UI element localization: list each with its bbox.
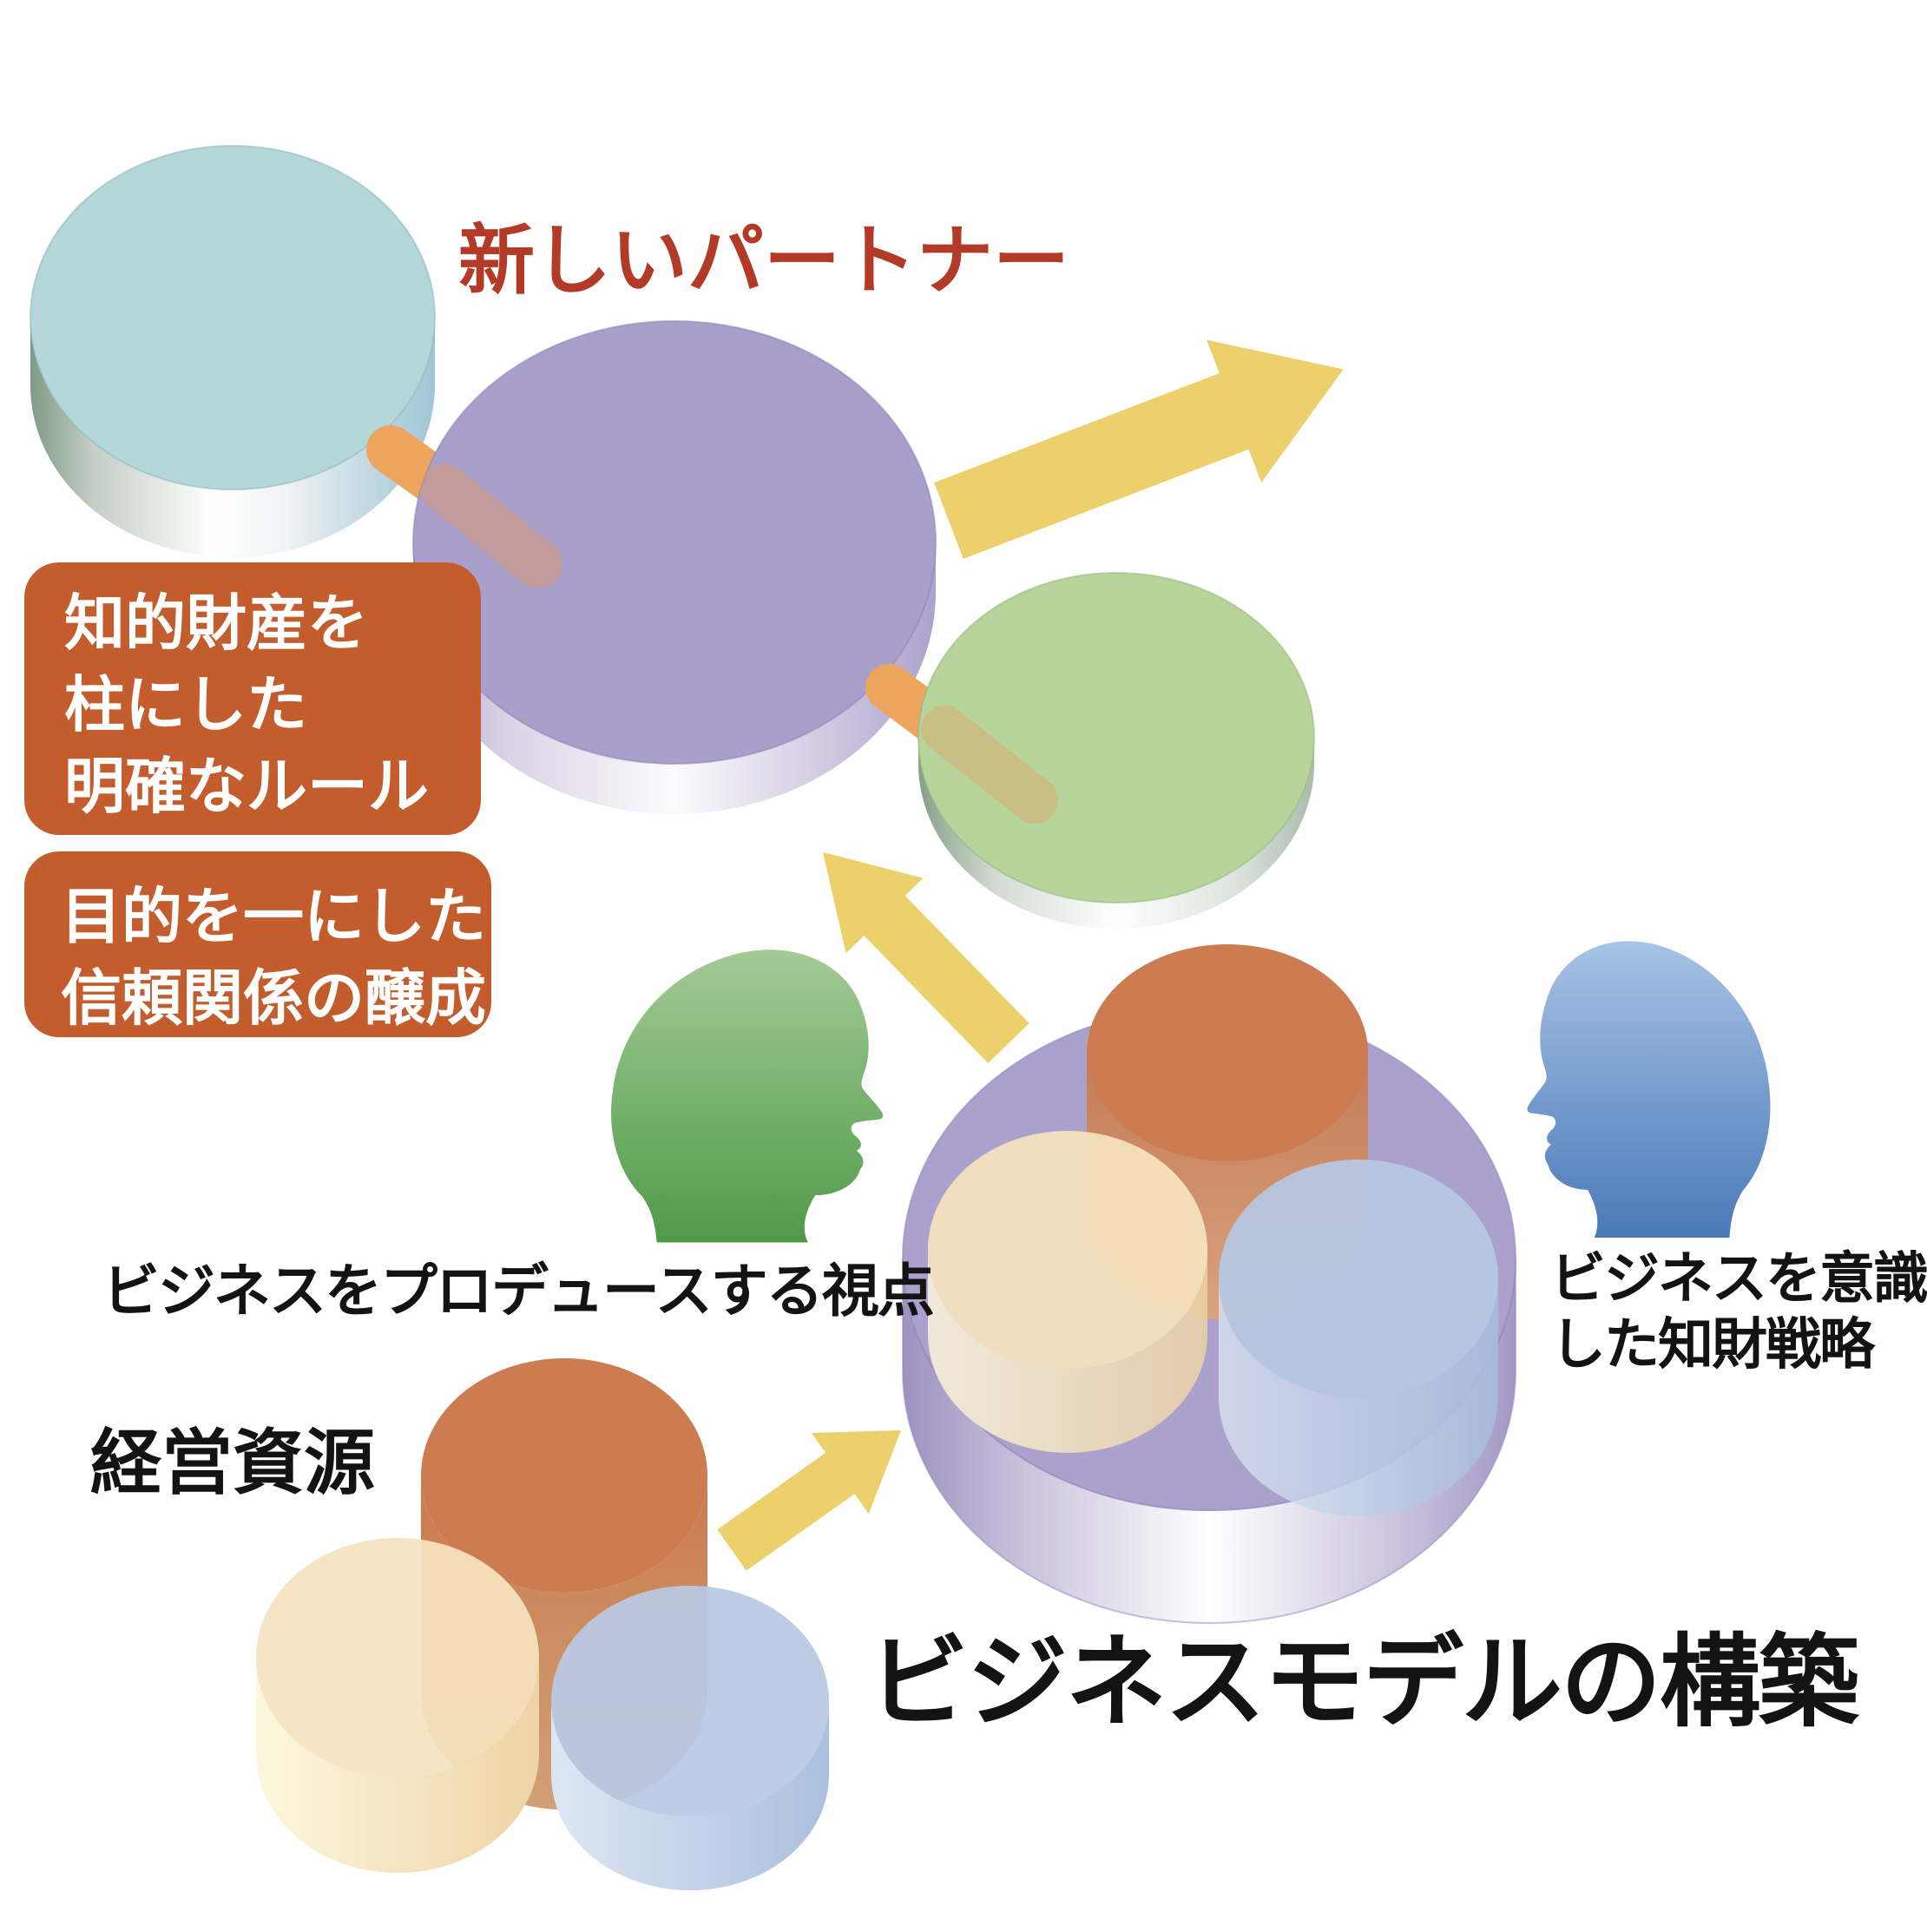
page-title: 新しいパートナー: [458, 218, 1069, 304]
label-ip-strategy-line-2: した知財戦略: [1550, 1313, 1876, 1376]
arrow-outcome-icon: [934, 339, 1344, 559]
composite-inner-cream-top: [928, 1131, 1207, 1369]
callout-rules-box: 知的財産を 柱にした 明確なルール: [24, 562, 481, 835]
composite-inner-orange-top: [1087, 944, 1368, 1161]
cylinder-green: [917, 572, 1315, 929]
composite-inner-cream-body: [928, 1250, 1207, 1453]
callout-rules-line-3: 明確なルール: [64, 752, 429, 820]
resource-cream-top: [256, 1538, 539, 1778]
callout-trust-line-2: 信頼関係の醸成: [61, 964, 486, 1032]
green-head-icon: [611, 950, 884, 1243]
callout-rules-line-2: 柱にした: [64, 671, 307, 739]
callout-rules-bg: [24, 562, 481, 835]
resource-blue-top: [551, 1586, 829, 1817]
resource-cream-body: [256, 1658, 539, 1873]
cylinder-teal: [30, 145, 436, 557]
composite-cylinder: [902, 944, 1516, 1624]
resource-orange-top: [421, 1358, 707, 1593]
cylinder-purple-top: [412, 320, 937, 765]
cylinder-green-top: [917, 572, 1315, 904]
composite-inner-blue-top: [1219, 1160, 1498, 1397]
cylinder-teal-body: [30, 318, 435, 557]
arrow-to-model-icon: [717, 1429, 902, 1571]
callout-trust-box: 目的を一にした 信頼関係の醸成: [24, 851, 491, 1037]
arrow-up-icon: [822, 851, 1029, 1064]
connector-rod-left-overlay: [420, 463, 562, 588]
resource-cylinders: [256, 1358, 829, 1890]
label-ip-strategy-line-1: ビジネスを意識: [1550, 1247, 1927, 1310]
cylinder-teal-top: [30, 145, 436, 490]
connector-rod-right-overlay: [921, 706, 1058, 824]
label-resources: 経営資源: [90, 1424, 375, 1503]
label-produce-viewpoint: ビジネスをプロデュースする視点: [102, 1258, 934, 1323]
blue-head-icon: [1527, 941, 1771, 1239]
cylinder-purple-body: [413, 542, 936, 814]
callout-trust-bg: [24, 851, 491, 1037]
cylinder-purple: [412, 320, 937, 814]
label-business-model: ビジネスモデルの構築: [868, 1626, 1860, 1738]
callout-trust-line-1: 目的を一にした: [61, 883, 486, 950]
callout-rules-line-1: 知的財産を: [64, 589, 368, 657]
resource-blue-body: [551, 1701, 829, 1890]
